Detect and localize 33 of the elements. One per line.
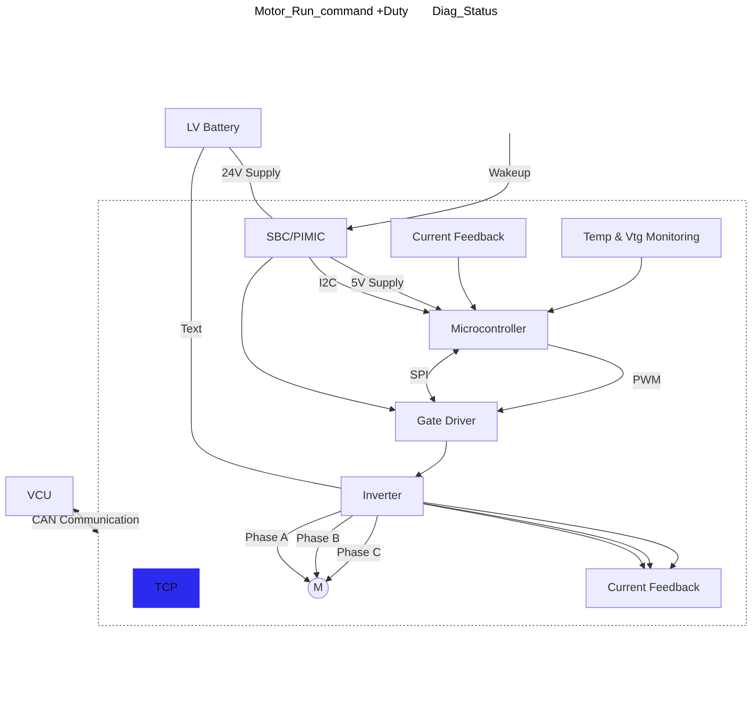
arrow — [458, 256, 476, 311]
edge-label: Phase A — [245, 532, 288, 544]
node-box: Temp & Vtg Monitoring — [561, 218, 722, 258]
edge-label: SPI — [410, 369, 429, 382]
edge-label: Text — [180, 323, 202, 336]
node-box: TCP — [132, 568, 200, 608]
arrow — [277, 510, 342, 582]
node-box: Current Feedback — [390, 218, 526, 258]
node-circle: M — [308, 578, 329, 599]
edge-label: I2C — [318, 277, 337, 290]
node-box: Current Feedback — [586, 568, 722, 608]
node-box: Microcontroller — [428, 310, 548, 350]
arrow — [415, 440, 447, 478]
arrow — [241, 256, 396, 412]
arrow — [330, 256, 442, 312]
arrow — [496, 344, 624, 414]
signal-label: Diag_Status — [432, 4, 498, 18]
edge-label: Phase B — [296, 532, 340, 545]
edge-label: CAN Communication — [32, 514, 140, 527]
node-box: LV Battery — [164, 108, 262, 148]
arrow — [547, 256, 642, 314]
node-box: Inverter — [340, 476, 424, 516]
node-box: VCU — [5, 476, 74, 516]
node-box: SBC/PIMIC — [244, 218, 348, 258]
arrow — [426, 348, 460, 402]
signal-label: Motor_Run_command +Duty — [254, 4, 408, 18]
edge-label: Phase C — [336, 546, 381, 559]
edge-label: 5V Supply — [351, 277, 404, 290]
node-box: Gate Driver — [395, 402, 498, 442]
edge-label: 24V Supply — [222, 167, 281, 180]
edge-label: Wakeup — [488, 167, 531, 180]
edge-label: PWM — [632, 374, 661, 386]
arrow — [308, 256, 430, 314]
